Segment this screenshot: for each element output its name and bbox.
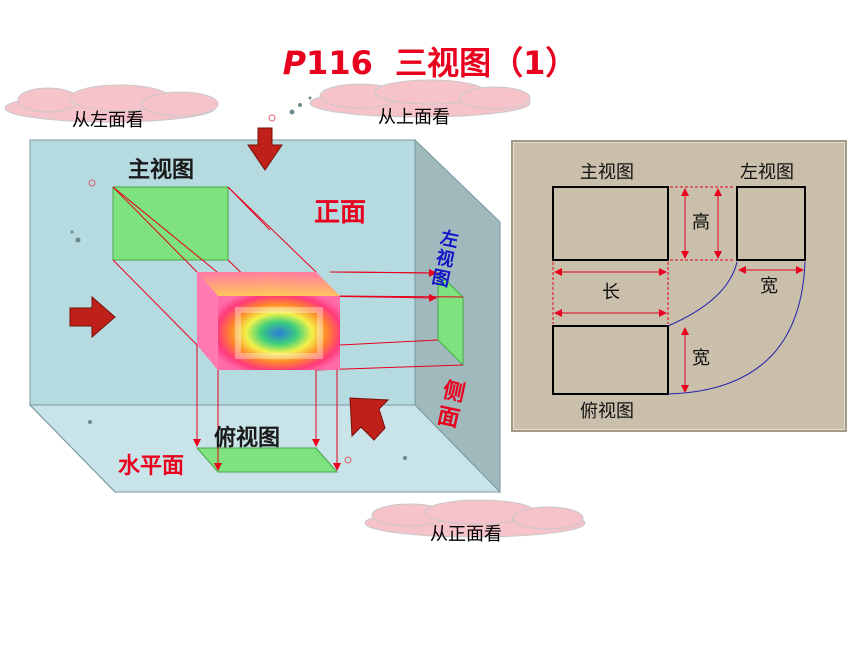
arrow-from-left <box>69 295 116 339</box>
ortho-front-view-rect <box>552 186 669 261</box>
cloud-front-label: 从正面看 <box>430 524 502 545</box>
title-number: 116 <box>306 44 373 82</box>
ortho-length-label: 长 <box>602 282 620 303</box>
cloud-top <box>309 79 531 118</box>
three-view-panel <box>511 140 847 432</box>
horizontal-label: 水平面 <box>118 454 185 479</box>
ortho-left-view-rect <box>736 186 806 261</box>
rainbow-cuboid <box>197 272 340 370</box>
page-title: P116 三视图（1） <box>0 38 860 84</box>
top-view-projection <box>195 447 339 473</box>
ortho-left-view-label: 左视图 <box>740 162 794 183</box>
cloud-front <box>364 499 586 538</box>
ortho-height-label: 高 <box>692 212 710 233</box>
cloud-left-label: 从左面看 <box>72 110 144 131</box>
arrow-from-top <box>247 127 283 171</box>
ortho-top-view-rect <box>552 325 669 395</box>
title-text: 三视图（1） <box>395 44 578 82</box>
ortho-width-side-label: 宽 <box>760 276 778 297</box>
arrow-from-front <box>349 397 390 441</box>
cloud-left <box>4 84 219 123</box>
title-prefix: P <box>282 44 307 82</box>
ortho-top-view-label: 俯视图 <box>580 401 634 422</box>
cloud-top-label: 从上面看 <box>378 107 450 128</box>
ortho-width-top-label: 宽 <box>692 348 710 369</box>
front-view-label: 主视图 <box>128 158 195 183</box>
ortho-front-view-label: 主视图 <box>580 162 634 183</box>
front-face-label: 正面 <box>314 198 367 228</box>
front-view-projection <box>112 186 229 261</box>
top-view-label: 俯视图 <box>214 426 281 451</box>
